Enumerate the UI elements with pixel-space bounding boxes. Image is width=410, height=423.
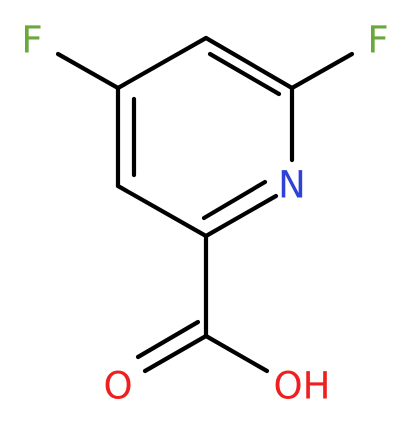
- carbonyl-oxygen-label: O: [103, 365, 132, 408]
- hydroxyl-label: OH: [274, 365, 331, 408]
- fluorine-left-label: F: [21, 19, 42, 62]
- bond-c6-f: [289, 51, 355, 91]
- bond-c5-c6-inner: [207, 51, 282, 97]
- bond-n1-c2: [203, 193, 279, 239]
- bond-n1-c2-inner: [201, 179, 268, 221]
- bond-c5-c6: [203, 35, 295, 91]
- bond-carbonyl-inner: [135, 319, 201, 360]
- bond-c2-c3: [115, 183, 209, 239]
- bond-carbonyl-outer: [142, 333, 209, 374]
- bond-carboxyl-oh: [203, 333, 270, 374]
- fluorine-right-label: F: [367, 19, 388, 62]
- bond-c4-f: [55, 51, 121, 91]
- bond-c4-c5: [115, 35, 209, 91]
- nitrogen-label: N: [278, 164, 306, 207]
